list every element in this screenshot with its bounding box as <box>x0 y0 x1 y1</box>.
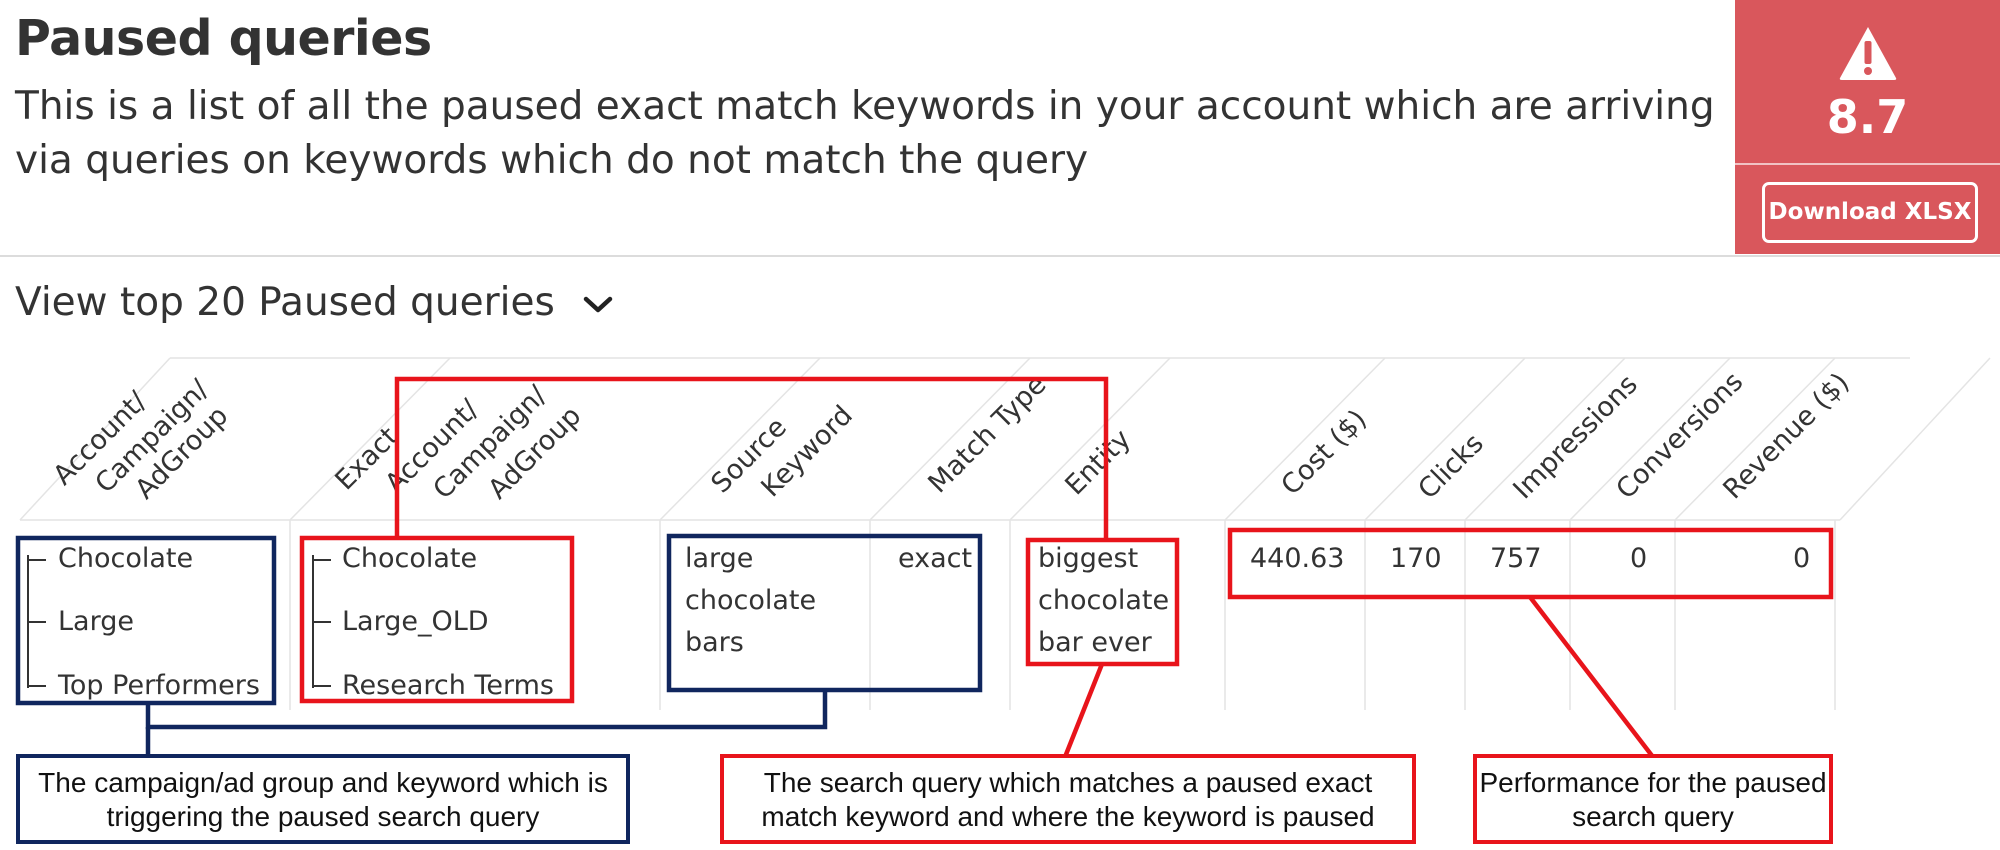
red-box-exact-tree <box>299 535 575 704</box>
page-description: This is a list of all the paused exact m… <box>15 84 1715 183</box>
tree-lines <box>27 555 331 688</box>
entity-line3: bar ever <box>1038 627 1152 658</box>
entity-line1: biggest <box>1038 543 1139 574</box>
source-tree-campaign[interactable]: Chocolate <box>58 543 194 574</box>
clicks-value: 170 <box>1390 543 1442 574</box>
view-top-toggle[interactable]: View top 20 Paused queries <box>15 280 615 325</box>
exact-tree-label[interactable]: Research Terms <box>342 670 554 701</box>
exact-tree-campaign[interactable]: Chocolate <box>342 543 478 574</box>
entity-line2: chocolate <box>1038 585 1170 616</box>
view-top-label: View top 20 Paused queries <box>15 280 555 325</box>
header-divider <box>0 255 2000 257</box>
red-box-entity <box>1025 537 1180 667</box>
download-xlsx-button[interactable]: Download XLSX <box>1762 182 1978 243</box>
score-divider <box>1735 163 2000 165</box>
blue-annotations <box>15 533 983 757</box>
source-keyword-line1: large <box>685 543 754 574</box>
score-value: 8.7 <box>1826 90 1909 144</box>
note-source-campaign: The campaign/ad group and keyword which … <box>16 754 630 844</box>
cost-value: 440.63 <box>1250 543 1345 574</box>
warning-icon <box>1839 27 1897 80</box>
page-title: Paused queries <box>15 10 432 67</box>
source-keyword-line2: chocolate <box>685 585 817 616</box>
source-tree-label[interactable]: Top Performers <box>58 670 260 701</box>
red-annotations <box>299 376 1834 759</box>
chevron-down-icon <box>583 296 613 312</box>
match-type-value: exact <box>898 543 973 574</box>
revenue-value: 0 <box>1793 543 1811 574</box>
note-performance: Performance for the paused search query <box>1473 754 1833 844</box>
source-tree-adgroup[interactable]: Large <box>58 606 134 637</box>
source-keyword-line3: bars <box>685 627 744 658</box>
conversions-value: 0 <box>1630 543 1648 574</box>
table-grid <box>19 357 1991 710</box>
impressions-value: 757 <box>1490 543 1542 574</box>
note-search-query: The search query which matches a paused … <box>720 754 1416 844</box>
exact-tree-adgroup[interactable]: Large_OLD <box>342 606 489 637</box>
